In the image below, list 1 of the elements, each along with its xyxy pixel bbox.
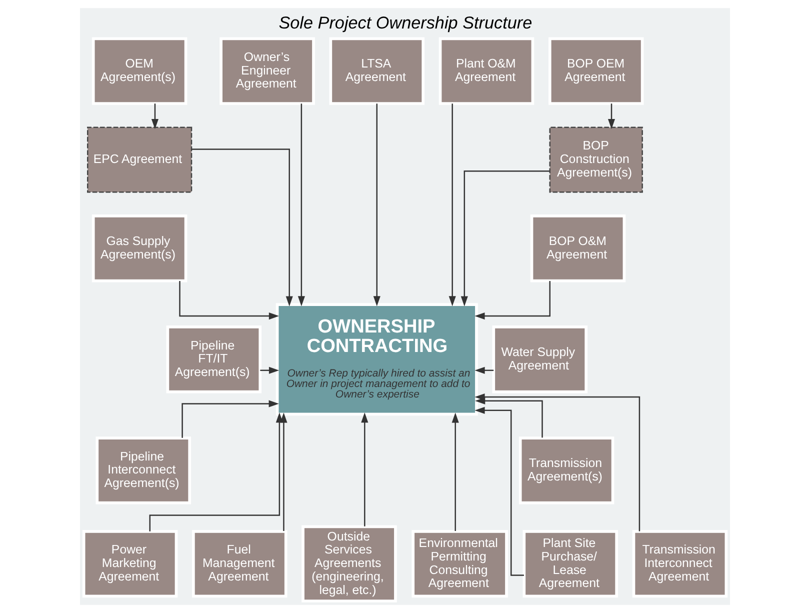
diagram-title: Sole Project Ownership Structure — [278, 12, 532, 33]
